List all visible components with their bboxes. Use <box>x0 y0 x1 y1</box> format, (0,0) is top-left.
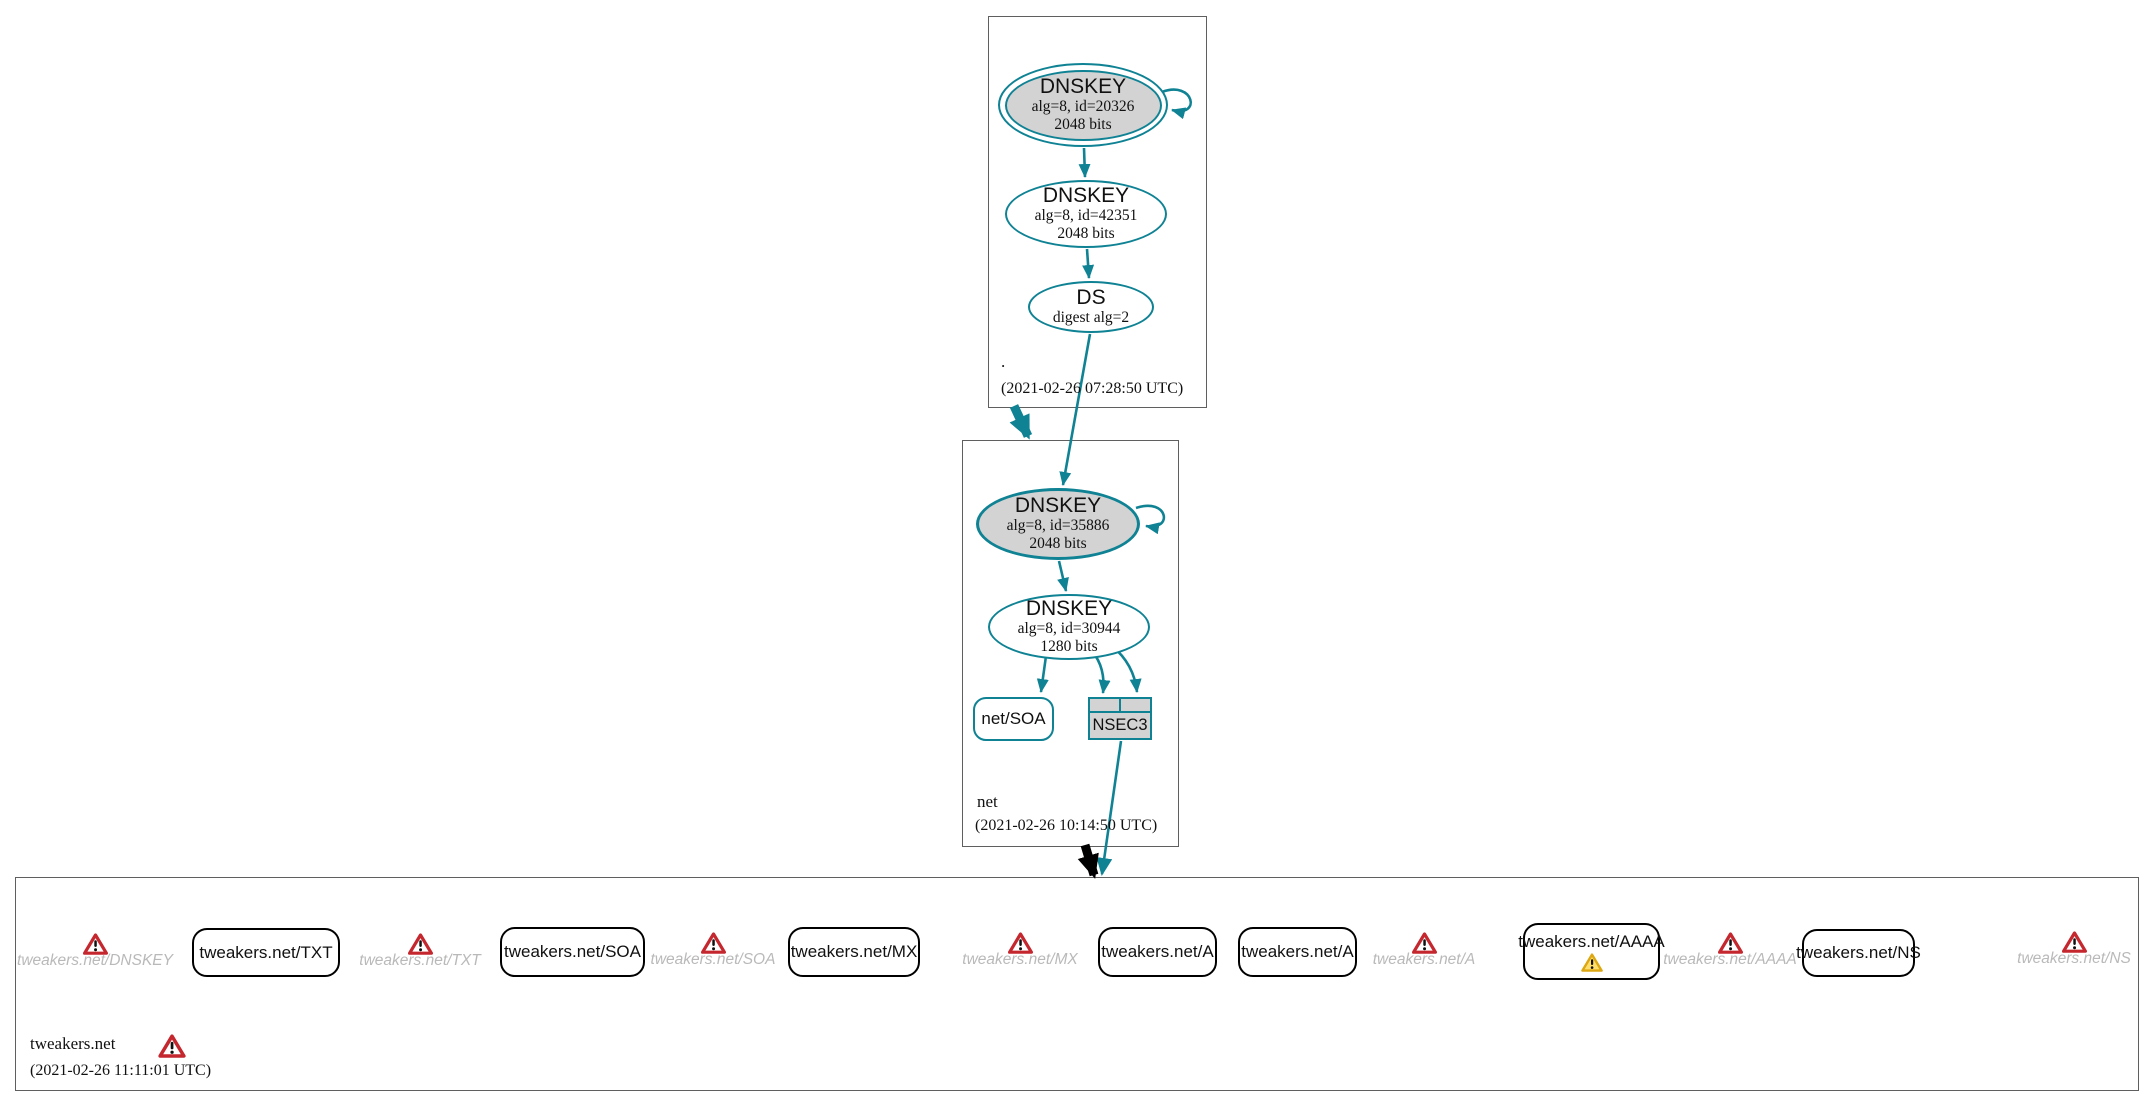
nsec3-header-cells <box>1090 699 1150 713</box>
node-title: DNSKEY <box>1025 597 1113 621</box>
zone-warning-icon <box>158 1034 186 1058</box>
rrset-tweakers-aaaa[interactable]: tweakers.net/AAAA <box>1518 923 1665 980</box>
warned-rrset-txt[interactable]: tweakers.net/TXT <box>320 933 520 970</box>
rrset-tweakers-txt[interactable]: tweakers.net/TXT <box>192 928 340 977</box>
zone-box-tweakers-net <box>15 877 2139 1091</box>
warning-yellow-icon <box>1580 952 1603 972</box>
node-root-zsk-dnskey[interactable]: DNSKEY alg=8, id=42351 2048 bits <box>1005 180 1167 248</box>
warning-icon <box>1411 932 1437 954</box>
edge-insecure-delegation-net-to-tweakers <box>1077 843 1099 879</box>
warned-rrset-soa[interactable]: tweakers.net/SOA <box>613 932 813 969</box>
warned-rrset-label: tweakers.net/MX <box>962 951 1078 968</box>
node-detail: 2048 bits <box>1029 535 1087 553</box>
node-net-ksk-dnskey[interactable]: DNSKEY alg=8, id=35886 2048 bits <box>976 488 1140 560</box>
warned-rrset-label: tweakers.net/SOA <box>650 951 776 968</box>
nsec3-cell <box>1090 699 1119 711</box>
rrset-label: tweakers.net/MX <box>790 942 918 961</box>
rrset-label: tweakers.net/A <box>1101 942 1214 961</box>
zone-box-root <box>988 16 1207 408</box>
warned-rrset-label: tweakers.net/NS <box>2017 950 2131 967</box>
node-title: DNSKEY <box>1042 184 1130 208</box>
node-root-ds[interactable]: DS digest alg=2 <box>1028 281 1154 333</box>
node-root-ksk-inner: DNSKEY alg=8, id=20326 2048 bits <box>1004 69 1162 141</box>
node-net-nsec3[interactable]: NSEC3 <box>1088 697 1152 740</box>
node-detail: 2048 bits <box>1057 225 1115 243</box>
warned-rrset-ns[interactable]: tweakers.net/NS <box>1974 931 2153 968</box>
rrset-tweakers-ns[interactable]: tweakers.net/NS <box>1796 929 1921 977</box>
node-title: DNSKEY <box>1014 494 1102 518</box>
warning-icon <box>1007 932 1033 954</box>
rrset-tweakers-mx[interactable]: tweakers.net/MX <box>788 927 920 977</box>
rrset-label: tweakers.net/AAAA <box>1518 931 1665 951</box>
rrset-label: tweakers.net/TXT <box>199 942 333 962</box>
warned-rrset-label: tweakers.net/TXT <box>359 952 481 969</box>
warned-rrset-a[interactable]: tweakers.net/A <box>1324 932 1524 969</box>
node-root-ksk-dnskey[interactable]: DNSKEY alg=8, id=20326 2048 bits <box>998 63 1168 147</box>
zone-timestamp-net: (2021-02-26 10:14:50 UTC) <box>975 817 1158 834</box>
rrset-tweakers-a-1[interactable]: tweakers.net/A <box>1098 927 1217 977</box>
warning-icon <box>82 933 108 955</box>
zone-label-root: . <box>1001 352 1006 371</box>
nsec3-label: NSEC3 <box>1092 716 1148 734</box>
zone-timestamp-root: (2021-02-26 07:28:50 UTC) <box>1001 380 1184 397</box>
rrset-label: tweakers.net/NS <box>1796 943 1921 962</box>
rrset-label: tweakers.net/SOA <box>503 942 641 961</box>
warned-rrset-label: tweakers.net/A <box>1372 951 1476 968</box>
node-detail: alg=8, id=42351 <box>1034 207 1138 225</box>
node-detail: 2048 bits <box>1054 116 1112 134</box>
rrset-label: net/SOA <box>981 709 1046 728</box>
zone-timestamp-tweakers-net: (2021-02-26 11:11:01 UTC) <box>30 1062 212 1079</box>
rrset-label: tweakers.net/A <box>1241 942 1354 961</box>
node-net-zsk-dnskey[interactable]: DNSKEY alg=8, id=30944 1280 bits <box>988 594 1150 660</box>
zone-label-net: net <box>977 792 998 811</box>
warned-rrset-label: tweakers.net/AAAA <box>1663 951 1797 968</box>
node-title: DS <box>1076 286 1106 310</box>
rrset-tweakers-a-2[interactable]: tweakers.net/A <box>1238 927 1357 977</box>
warning-icon <box>407 933 433 955</box>
warned-rrset-label: tweakers.net/DNSKEY <box>17 952 173 969</box>
rrset-tweakers-soa[interactable]: tweakers.net/SOA <box>500 927 645 977</box>
node-detail: digest alg=2 <box>1052 309 1130 327</box>
warned-rrset-dnskey[interactable]: tweakers.net/DNSKEY <box>0 933 195 970</box>
edge-secure-delegation-root-to-net <box>1009 404 1033 440</box>
node-net-soa[interactable]: net/SOA <box>973 697 1054 741</box>
node-detail: alg=8, id=30944 <box>1017 620 1121 638</box>
node-detail: 1280 bits <box>1040 638 1098 656</box>
nsec3-cell <box>1119 699 1150 711</box>
node-detail: alg=8, id=35886 <box>1006 517 1110 535</box>
warning-icon <box>2061 931 2087 953</box>
warned-rrset-mx[interactable]: tweakers.net/MX <box>920 932 1120 969</box>
warned-rrset-aaaa[interactable]: tweakers.net/AAAA <box>1630 932 1830 969</box>
warning-icon <box>1717 932 1743 954</box>
node-detail: alg=8, id=20326 <box>1031 98 1135 116</box>
zone-label-tweakers-net: tweakers.net <box>30 1034 116 1053</box>
node-title: DNSKEY <box>1039 75 1127 99</box>
warning-icon <box>700 932 726 954</box>
